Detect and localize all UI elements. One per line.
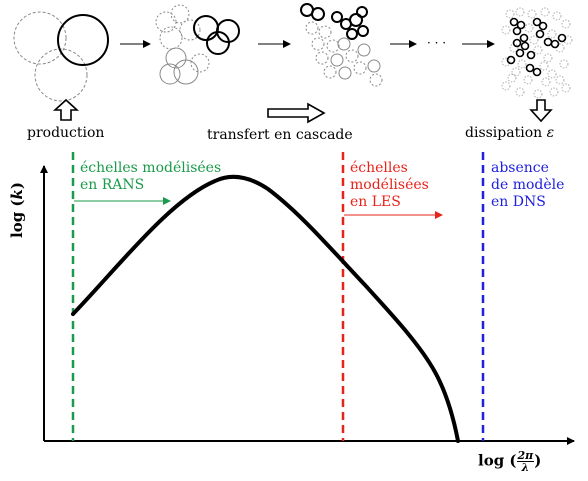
production-label: production bbox=[27, 125, 105, 141]
x-axis-numerator: 2π bbox=[516, 449, 535, 462]
les-region-label: échelles modélisées en LES bbox=[350, 160, 429, 211]
les-label-line-2: modélisées bbox=[350, 177, 429, 193]
dns-region-label: absence de modèle en DNS bbox=[491, 160, 564, 211]
dns-label-line-2: de modèle bbox=[491, 177, 565, 193]
dns-label-line-1: absence bbox=[491, 160, 549, 176]
dissipation-label-group: dissipation ε bbox=[465, 125, 554, 142]
eddy-stage-1 bbox=[13, 11, 109, 102]
energy-spectrum-curve bbox=[71, 174, 460, 443]
transfer-label: transfert en cascade bbox=[207, 127, 353, 143]
y-axis-label-prefix: log ( bbox=[8, 199, 26, 238]
eddy-stage-3 bbox=[300, 3, 383, 87]
rans-label-line-1: échelles modélisées bbox=[80, 160, 222, 176]
y-axis-label-suffix: ) bbox=[8, 181, 26, 190]
les-label-line-3: en LES bbox=[350, 194, 401, 210]
rans-region-label: échelles modélisées en RANS bbox=[80, 160, 221, 194]
eddy-stage-2 bbox=[155, 4, 240, 85]
production-hollow-arrow-icon bbox=[52, 98, 80, 121]
epsilon-symbol: ε bbox=[546, 125, 555, 141]
eddy-stage-4 bbox=[500, 6, 573, 99]
x-axis-denominator: λ bbox=[521, 461, 530, 474]
ellipsis: · · · bbox=[427, 36, 446, 50]
y-axis-label: log (k) bbox=[8, 182, 26, 238]
y-axis-variable: k bbox=[8, 189, 26, 200]
dns-label-line-3: en DNS bbox=[491, 194, 546, 210]
rans-label-line-2: en RANS bbox=[80, 177, 145, 193]
dissipation-hollow-arrow-icon bbox=[529, 99, 553, 123]
transfer-hollow-arrow-icon bbox=[267, 102, 326, 124]
x-axis-label-prefix: log ( bbox=[478, 451, 517, 470]
x-axis-label-suffix: ) bbox=[534, 451, 542, 470]
dissipation-label: dissipation bbox=[465, 125, 543, 141]
les-label-line-1: échelles bbox=[350, 160, 408, 176]
